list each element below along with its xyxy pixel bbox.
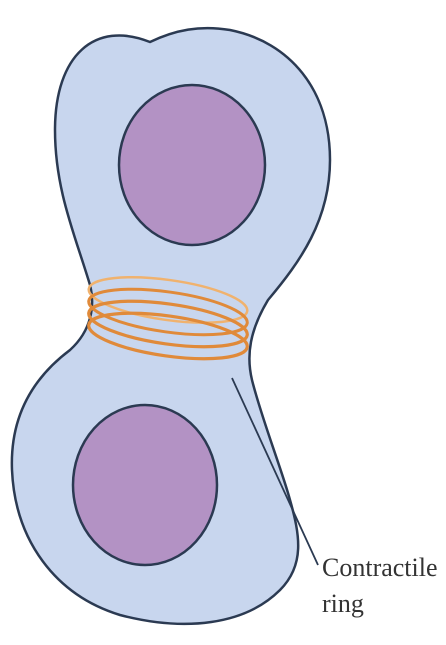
contractile-ring-label-line1: Contractile [322,550,446,586]
contractile-ring-label: Contractile ring [322,550,446,622]
upper-nucleus [119,85,265,245]
lower-nucleus [73,405,217,565]
contractile-ring-label-line2: ring [322,586,446,622]
